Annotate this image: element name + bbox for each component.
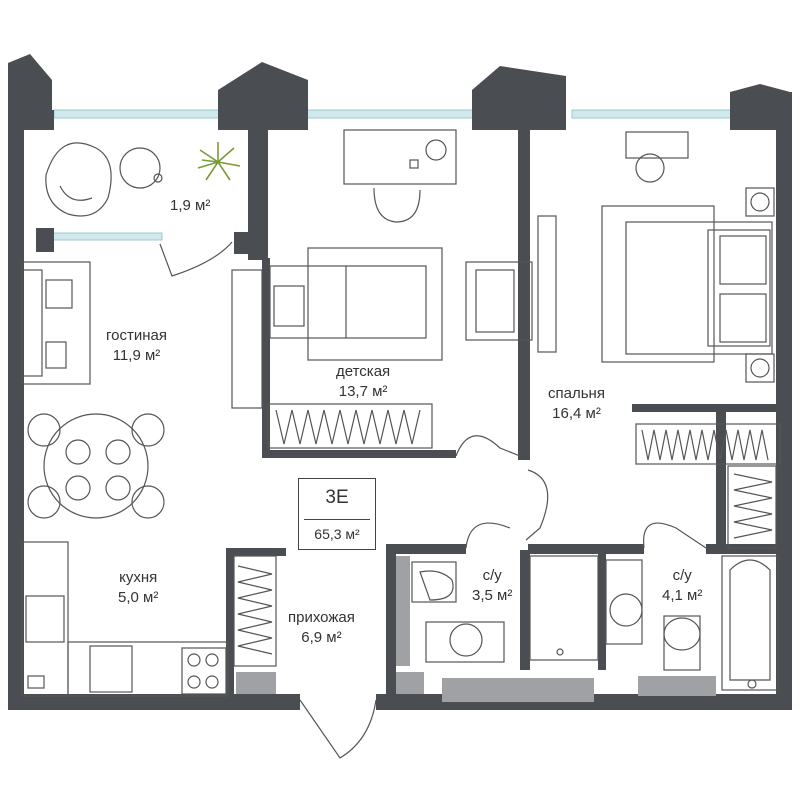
room-label-kids: детская 13,7 м²	[336, 362, 390, 402]
room-label-bedroom: спальня 16,4 м²	[548, 384, 605, 424]
room-label-bath1: с/у 3,5 м²	[472, 566, 512, 606]
room-area: 16,4 м²	[552, 405, 601, 422]
wardrobe-hangers	[237, 409, 773, 655]
room-area: 6,9 м²	[301, 629, 342, 646]
room-area: 3,5 м²	[472, 587, 513, 604]
room-area: 4,1 м²	[662, 587, 703, 604]
room-area: 13,7 м²	[338, 383, 388, 400]
room-label-hallway: прихожая 6,9 м²	[288, 608, 355, 648]
shafts	[236, 556, 716, 702]
room-area: 5,0 м²	[118, 589, 159, 606]
badge-divider	[304, 519, 370, 520]
room-label-balcony: 1,9 м²	[170, 196, 210, 216]
room-area: 1,9 м²	[170, 197, 211, 214]
room-name: детская	[336, 363, 391, 380]
room-label-kitchen: кухня 5,0 м²	[118, 568, 158, 608]
room-name: спальня	[548, 385, 605, 402]
room-label-living: гостиная 11,9 м²	[106, 326, 167, 366]
room-name: с/у	[672, 567, 692, 584]
plant-icon	[197, 142, 241, 181]
room-area: 11,9 м²	[112, 347, 161, 364]
room-label-bath2: с/у 4,1 м²	[662, 566, 702, 606]
apartment-code: 3E	[325, 487, 349, 508]
room-name: с/у	[482, 567, 502, 584]
room-name: прихожая	[288, 609, 355, 626]
doors	[159, 241, 707, 759]
room-name: кухня	[119, 569, 158, 586]
room-name: гостиная	[106, 327, 167, 344]
apartment-total-area: 65,3 м²	[314, 526, 360, 542]
furniture	[21, 129, 781, 697]
apartment-badge: 3E 65,3 м²	[298, 478, 376, 550]
